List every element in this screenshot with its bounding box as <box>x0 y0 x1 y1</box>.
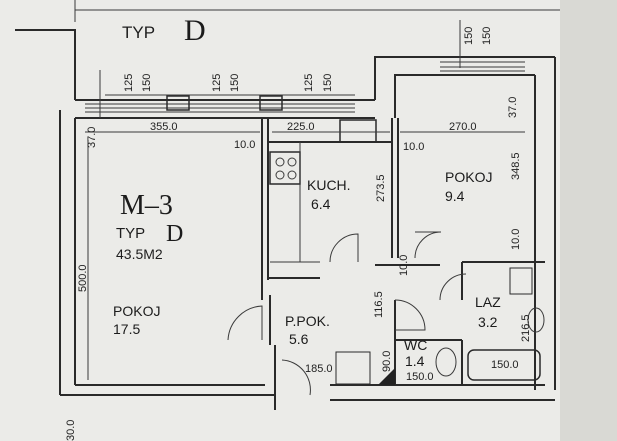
dim-125-c: 125 <box>303 74 315 92</box>
apartment-code: M–3 <box>120 190 173 221</box>
dimension-lines <box>85 20 525 380</box>
apartment-type-letter: D <box>166 221 183 247</box>
dim-150-bath: 150.0 <box>491 359 519 371</box>
dim-116-5: 116.5 <box>373 291 385 318</box>
dim-30: 30.0 <box>65 420 77 441</box>
dim-125-b: 125 <box>211 74 223 92</box>
wc-name: WC <box>404 337 427 353</box>
dim-150-e: 150 <box>481 27 493 45</box>
bath-name: LAZ <box>475 294 501 310</box>
window-bands <box>85 61 525 113</box>
dim-150-d: 150 <box>463 27 475 45</box>
kitchen-sink <box>339 119 377 143</box>
right-block-top-wall <box>374 56 555 100</box>
dim-500: 500.0 <box>77 264 89 292</box>
wc-area: 1.4 <box>405 353 425 369</box>
hall-cabinet <box>335 351 371 385</box>
bathtub <box>467 349 541 381</box>
entry-marker <box>378 368 395 385</box>
dim-37-right: 37.0 <box>507 97 519 118</box>
dim-150-c: 150 <box>322 74 334 92</box>
dim-150-wc: 150.0 <box>406 371 434 383</box>
dim-348-5: 348.5 <box>510 152 522 180</box>
dim-125-a: 125 <box>123 74 135 92</box>
dim-216-5: 216.5 <box>520 314 532 342</box>
apartment-area: 43.5M2 <box>116 246 163 262</box>
dim-273-5: 273.5 <box>375 174 387 202</box>
paper-edge <box>560 0 617 441</box>
pokoj-small-name: POKOJ <box>445 169 492 185</box>
washing-machine <box>509 267 533 295</box>
pokoj-large-name: POKOJ <box>113 303 160 319</box>
dim-150-b: 150 <box>229 74 241 92</box>
dim-355: 355.0 <box>150 121 178 133</box>
washbasin <box>527 307 545 333</box>
bath-area: 3.2 <box>478 314 498 330</box>
dim-185: 185.0 <box>305 363 333 375</box>
kitchen-area: 6.4 <box>311 196 331 212</box>
dim-10-a: 10.0 <box>234 139 255 151</box>
dim-150-a: 150 <box>141 74 153 92</box>
dim-37-left: 37.0 <box>86 127 98 148</box>
hall-name: P.POK. <box>285 313 330 329</box>
door-swings <box>227 231 467 396</box>
left-wall-upper <box>15 29 76 100</box>
pokoj-small-area: 9.4 <box>445 188 465 204</box>
right-block-inner-wall <box>394 74 535 118</box>
dim-270: 270.0 <box>449 121 477 133</box>
dim-10-c: 10.0 <box>510 229 522 250</box>
dim-10-b: 10.0 <box>403 141 424 153</box>
apartment-type-prefix: TYP <box>116 225 145 242</box>
dim-10-d: 10.0 <box>398 255 410 276</box>
toilet <box>435 347 457 377</box>
kitchen-name: KUCH. <box>307 177 351 193</box>
dim-225: 225.0 <box>287 121 315 133</box>
title-letter: D <box>184 14 206 47</box>
dim-90: 90.0 <box>381 351 393 372</box>
title-prefix: TYP <box>122 23 155 42</box>
pokoj-large-area: 17.5 <box>113 321 140 337</box>
hall-area: 5.6 <box>289 331 309 347</box>
